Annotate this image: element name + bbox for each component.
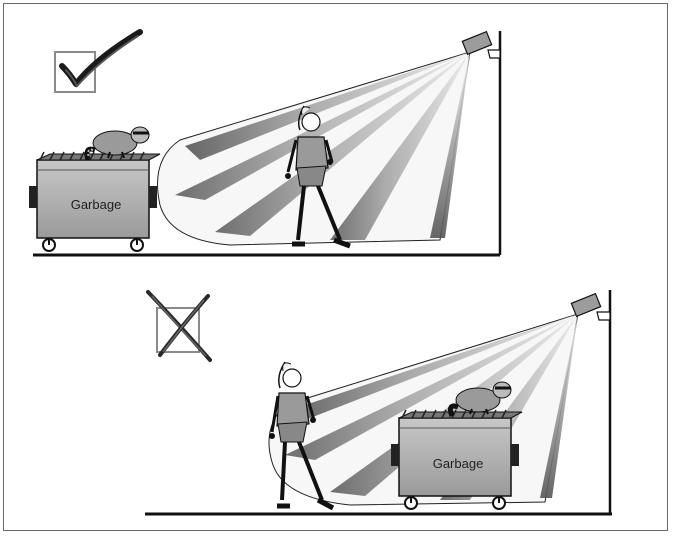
panel-incorrect: Garbage	[145, 290, 612, 514]
motion-sensor	[462, 32, 500, 58]
container-label: Garbage	[71, 197, 122, 212]
garbage-container: Garbage	[391, 410, 522, 509]
garbage-container: Garbage	[29, 152, 160, 251]
container-label: Garbage	[433, 456, 484, 471]
motion-sensor	[571, 294, 610, 320]
panel-correct: Garbage	[29, 31, 500, 255]
checkmark-icon	[62, 32, 140, 86]
